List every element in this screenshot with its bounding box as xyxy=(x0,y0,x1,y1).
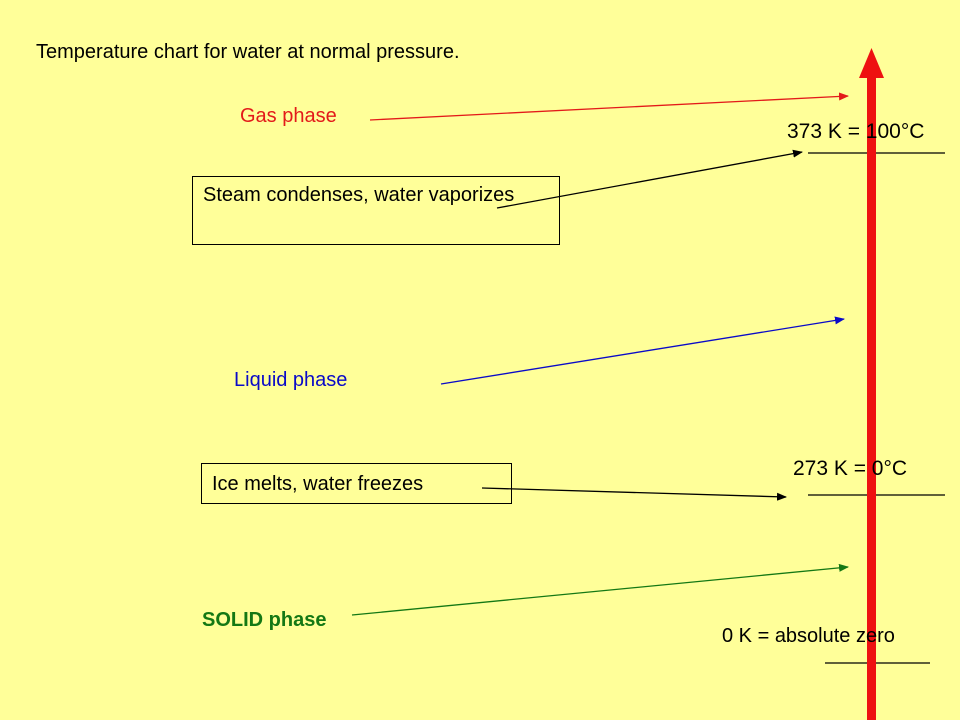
gas-phase-arrow xyxy=(369,92,849,121)
temperature-arrow xyxy=(859,48,884,720)
solid-phase-arrow xyxy=(351,563,849,616)
liquid-phase-arrow xyxy=(440,316,845,385)
ice-melts-box: Ice melts, water freezes xyxy=(201,463,512,504)
freezing-point-label: 273 K = 0°C xyxy=(793,457,908,480)
steam-arrow xyxy=(496,149,803,209)
chart-title: Temperature chart for water at normal pr… xyxy=(36,41,460,63)
gas-phase-label: Gas phase xyxy=(240,105,337,127)
steam-condenses-box: Steam condenses, water vaporizes xyxy=(192,176,560,245)
solid-phase-label: SOLID phase xyxy=(202,609,327,631)
ice-arrow xyxy=(481,487,787,501)
boiling-point-label: 373 K = 100°C xyxy=(787,120,925,143)
liquid-phase-label: Liquid phase xyxy=(234,369,348,391)
absolute-zero-label: 0 K = absolute zero xyxy=(722,625,895,647)
